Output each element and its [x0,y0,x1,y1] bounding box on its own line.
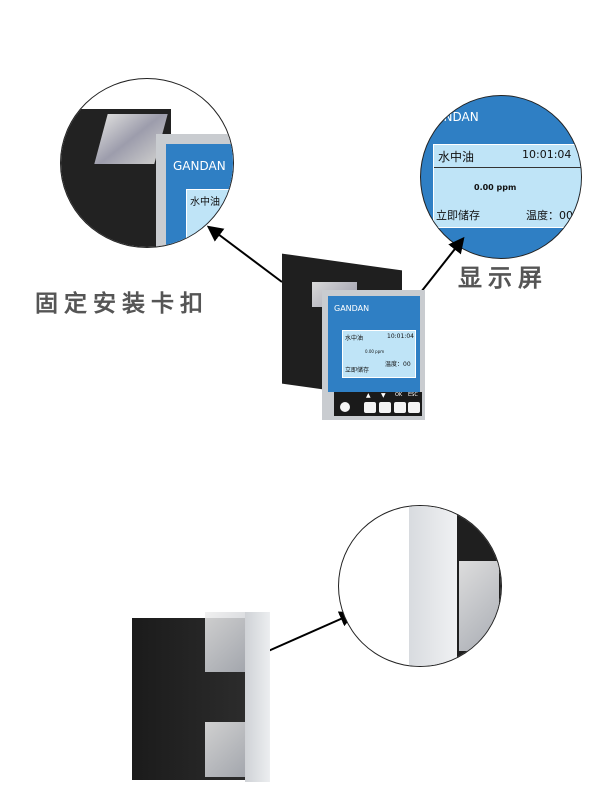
clip-label: 固定安装卡扣 [35,291,209,317]
power-button[interactable] [340,402,350,412]
mount-clip-top [205,612,245,672]
up-button[interactable]: ▲ [364,392,376,413]
display-label: 显示屏 [458,264,548,292]
lcd-screen: 水中油 10:01:04 0.00 ppm 立即储存 温度：00 [433,144,581,228]
lcd-reading: 0.00 ppm [365,349,385,354]
esc-button[interactable]: ESC [408,392,420,413]
ok-button[interactable]: OK [394,392,406,413]
lcd-time: 10:01:04 [387,333,414,340]
device: GANDAN 水中油 10:01:04 0.00 ppm 立即储存 温度：00 … [282,253,427,422]
down-button[interactable]: ▼ [379,392,391,413]
arrow-clip [206,225,283,283]
lcd-action: 立即储存 [436,209,480,222]
lcd-title: 水中油 [345,335,364,342]
lcd-temp: 温度：00 [385,361,411,368]
lcd-screen: 水中油 10:01:04 0.00 ppm 立即储存 温度：00 [342,330,416,378]
keypad: ▲ ▼ OK ESC [334,392,422,416]
display-zoom-circle: GANDAN 水中油 10:01:04 0.00 ppm 立即储存 温度：00 [420,95,582,259]
brand-logo: GANDAN [334,304,370,313]
lcd-action: 立即储存 [345,367,370,374]
side-view-panel [245,612,270,782]
lcd-title: 水中油 [190,197,220,208]
arrow-side [265,611,356,653]
lcd-title: 水中油 [438,150,475,164]
lcd-time: 10:01:04 [522,148,572,161]
lcd-temp: 温度：00 [526,209,573,222]
brand-logo: GANDAN [426,110,479,124]
lcd-reading: 0.00 ppm [474,183,517,192]
brand-logo: GANDAN [173,159,226,173]
side-view-panel [409,506,457,666]
mount-clip-bottom [205,722,245,777]
mount-clip [459,561,499,651]
side-zoom-circle [338,505,502,667]
bezel: GANDAN 水中油 10:01:04 0.00 ppm 立即储存 温度：00 [328,296,420,392]
